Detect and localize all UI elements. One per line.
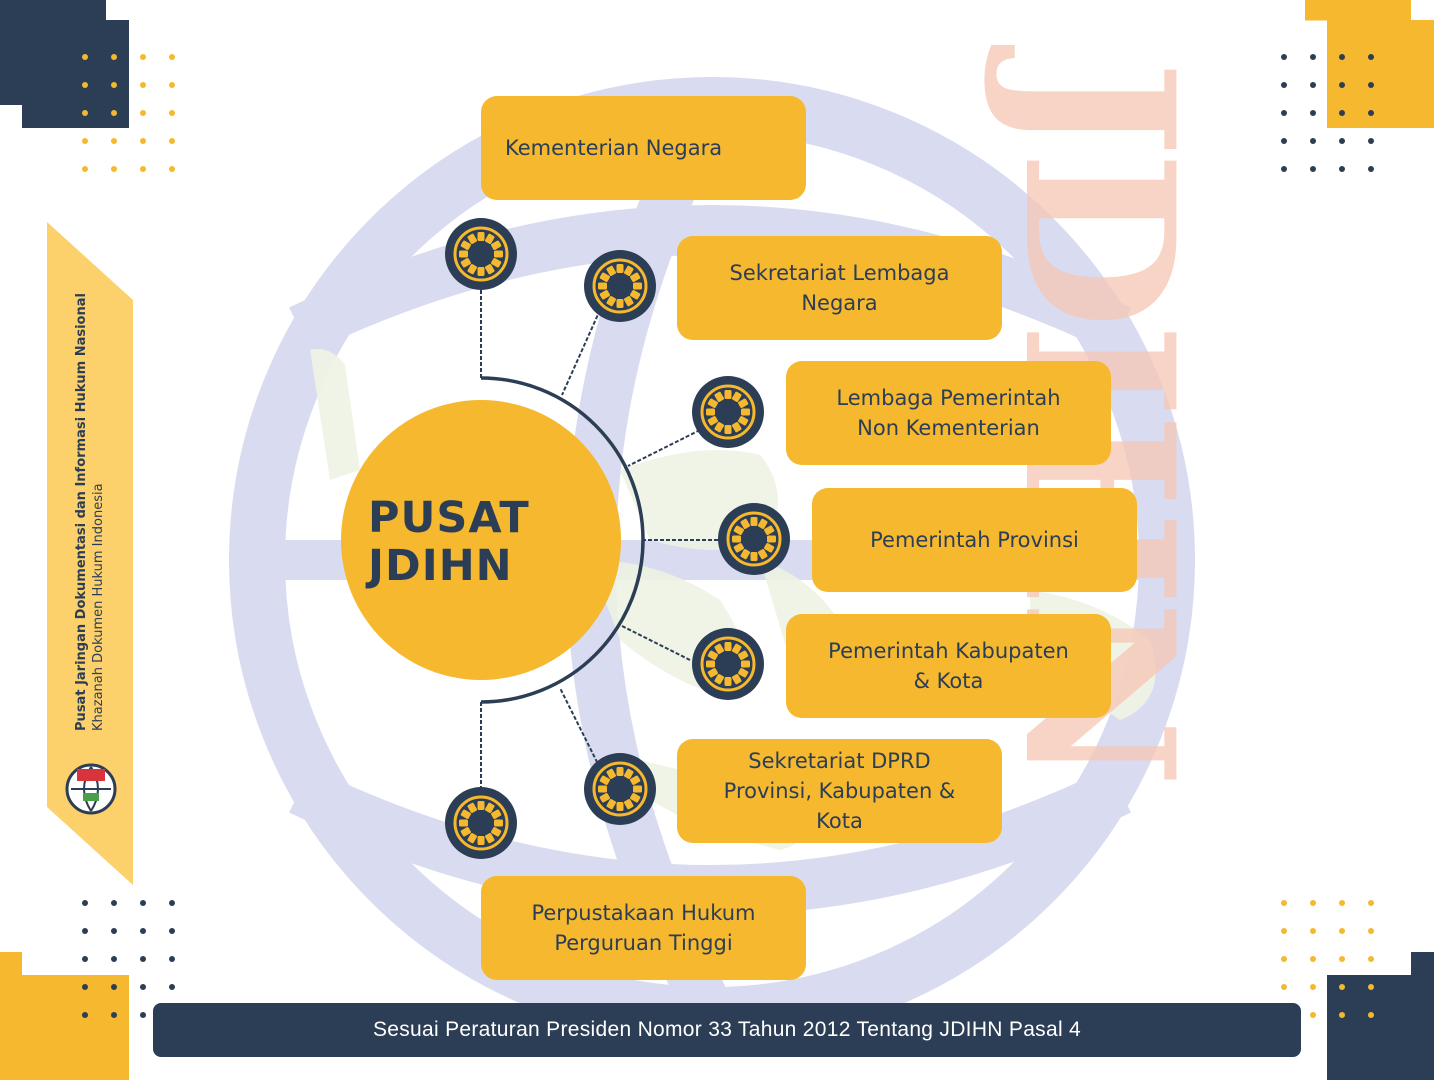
sun-ring-icon [445, 787, 517, 859]
label-box-lembaga-pemerintah-non-kementerian: Lembaga Pemerintah Non Kementerian [786, 361, 1111, 465]
sun-ring-glyph [592, 258, 648, 314]
label-box-perpustakaan-hukum: Perpustakaan Hukum Perguruan Tinggi [481, 876, 806, 980]
corner-bottom-left-block-2 [0, 975, 129, 1080]
jdihn-logo-icon [65, 763, 117, 815]
sun-ring-icon [692, 376, 764, 448]
dot-grid-bottom-left [82, 900, 175, 1018]
sun-ring-icon [692, 628, 764, 700]
footer-text: Sesuai Peraturan Presiden Nomor 33 Tahun… [372, 1018, 1082, 1041]
node-label: Perpustakaan Hukum Perguruan Tinggi [531, 901, 756, 955]
sun-ring-glyph [700, 384, 756, 440]
side-banner [47, 222, 133, 885]
footer-banner: Sesuai Peraturan Presiden Nomor 33 Tahun… [153, 1003, 1301, 1057]
corner-top-right-block [1305, 0, 1411, 20]
center-circle [341, 400, 621, 680]
label-box-sekretariat-lembaga-negara: Sekretariat Lembaga Negara [677, 236, 1002, 340]
label-box-kementerian-negara: Kementerian Negara [481, 96, 806, 200]
corner-bottom-right-block-2 [1411, 952, 1434, 1080]
dot-grid-top-left [82, 54, 175, 172]
node-label: Sekretariat DPRD Provinsi, Kabupaten & K… [723, 749, 956, 833]
node-label: Pemerintah Kabupaten & Kota [828, 639, 1069, 693]
sun-ring-glyph [700, 636, 756, 692]
center-label: PUSAT JDIHN [368, 493, 530, 591]
sun-ring-icon [445, 218, 517, 290]
node-label: Kementerian Negara [505, 136, 723, 160]
node-label: Pemerintah Provinsi [870, 528, 1079, 552]
sun-ring-icon [718, 503, 790, 575]
corner-top-right-block-2 [1327, 20, 1434, 128]
label-box-pemerintah-kabupaten-kota: Pemerintah Kabupaten & Kota [786, 614, 1111, 718]
sun-ring-icon [584, 753, 656, 825]
label-box-sekretariat-dprd: Sekretariat DPRD Provinsi, Kabupaten & K… [677, 739, 1002, 843]
label-box-pemerintah-provinsi: Pemerintah Provinsi [812, 488, 1137, 592]
sun-ring-glyph [453, 795, 509, 851]
sun-ring-glyph [453, 226, 509, 282]
sun-ring-icon [584, 250, 656, 322]
node-label: Sekretariat Lembaga Negara [729, 261, 950, 315]
sun-ring-glyph [726, 511, 782, 567]
node-label: Lembaga Pemerintah Non Kementerian [836, 386, 1061, 440]
sun-ring-glyph [592, 761, 648, 817]
dot-grid-top-right [1281, 54, 1374, 172]
